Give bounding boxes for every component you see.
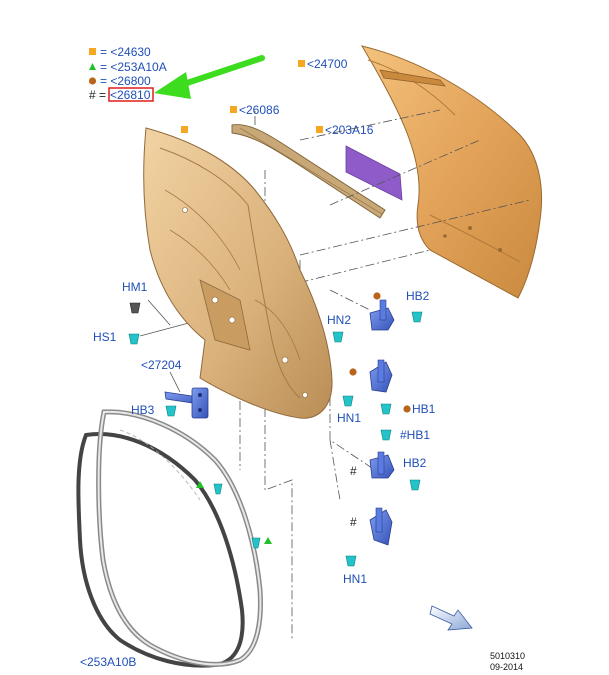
legend-square-icon — [89, 48, 96, 55]
callout-hb1-hash: #HB1 — [400, 428, 430, 442]
weatherstrip-inner — [96, 409, 263, 667]
inner-door-frame — [143, 127, 333, 419]
legend-triangle-icon — [89, 63, 96, 70]
callout-hm1: HM1 — [122, 280, 148, 294]
bolt-fastener-icon — [411, 311, 423, 323]
callout-square-icon — [316, 126, 323, 133]
bolt-fastener-icon — [380, 429, 392, 441]
callout-hb3: HB3 — [131, 403, 155, 417]
nut-fastener-icon — [332, 331, 344, 343]
callout-hb2-top: HB2 — [406, 289, 430, 303]
callout-hash-b: # — [350, 515, 357, 529]
legend-item-circle-text: = <26800 — [100, 74, 151, 88]
clip-fastener-icon — [213, 483, 223, 495]
callout-outer-panel: <24700 — [307, 57, 348, 71]
callout-hs1: HS1 — [93, 330, 117, 344]
outer-door-panel — [360, 45, 543, 299]
leader-line — [169, 371, 181, 393]
callout-hb2-bottom: HB2 — [403, 456, 427, 470]
callout-hn2: HN2 — [327, 313, 351, 327]
callout-square-icon — [230, 106, 237, 113]
nut-fastener-icon — [129, 302, 141, 314]
legend-item-hash-value: <26810 — [110, 88, 151, 102]
upper-hinge-body-side — [369, 299, 395, 331]
bolt-fastener-icon — [380, 403, 392, 415]
clip-fastener-icon — [251, 537, 261, 549]
belt-molding — [231, 124, 386, 219]
callout-weatherstrip: <253A10B — [80, 655, 136, 669]
callout-belt-molding: <26086 — [239, 103, 280, 117]
front-direction-arrow-icon — [429, 605, 473, 631]
bolt-fastener-icon — [165, 405, 177, 417]
callout-check-arm: <27204 — [141, 358, 182, 372]
green-pointer-arrow-icon — [154, 55, 265, 99]
callout-square-icon — [181, 126, 188, 133]
legend: = <24630 = <253A10A = <26800 # = <26810 — [88, 45, 167, 102]
nut-fastener-icon — [342, 395, 354, 407]
legend-highlight-box — [108, 87, 154, 102]
callout-hash-a: # — [350, 464, 357, 478]
reference-number: 5010310 — [490, 651, 525, 661]
lower-hinge-door-side — [369, 507, 393, 546]
legend-item-triangle-text: = <253A10A — [100, 60, 167, 74]
callout-hn1-top: HN1 — [337, 411, 361, 425]
upper-hinge-door-side — [369, 359, 393, 393]
callout-pad: <203A16 — [325, 123, 374, 137]
triangle-marker-icon — [196, 481, 204, 488]
callout-hn1-bottom: HN1 — [343, 572, 367, 586]
sound-pad — [345, 145, 403, 201]
callout-square-icon — [298, 60, 305, 67]
reference-date: 09-2014 — [490, 662, 523, 672]
nut-fastener-icon — [345, 555, 357, 567]
legend-circle-icon — [88, 77, 97, 85]
circle-marker-icon — [373, 292, 381, 300]
lower-hinge-body-side — [369, 451, 395, 479]
circle-marker-icon — [403, 405, 411, 413]
callout-hb1-top: HB1 — [412, 402, 436, 416]
legend-item-square-text: = <24630 — [100, 45, 151, 59]
screw-fastener-icon — [128, 333, 140, 345]
door-check-arm — [164, 387, 209, 419]
circle-marker-icon — [349, 368, 357, 376]
legend-item-hash-text: # = — [89, 88, 106, 102]
bolt-fastener-icon — [409, 479, 421, 491]
triangle-marker-icon — [264, 537, 272, 544]
